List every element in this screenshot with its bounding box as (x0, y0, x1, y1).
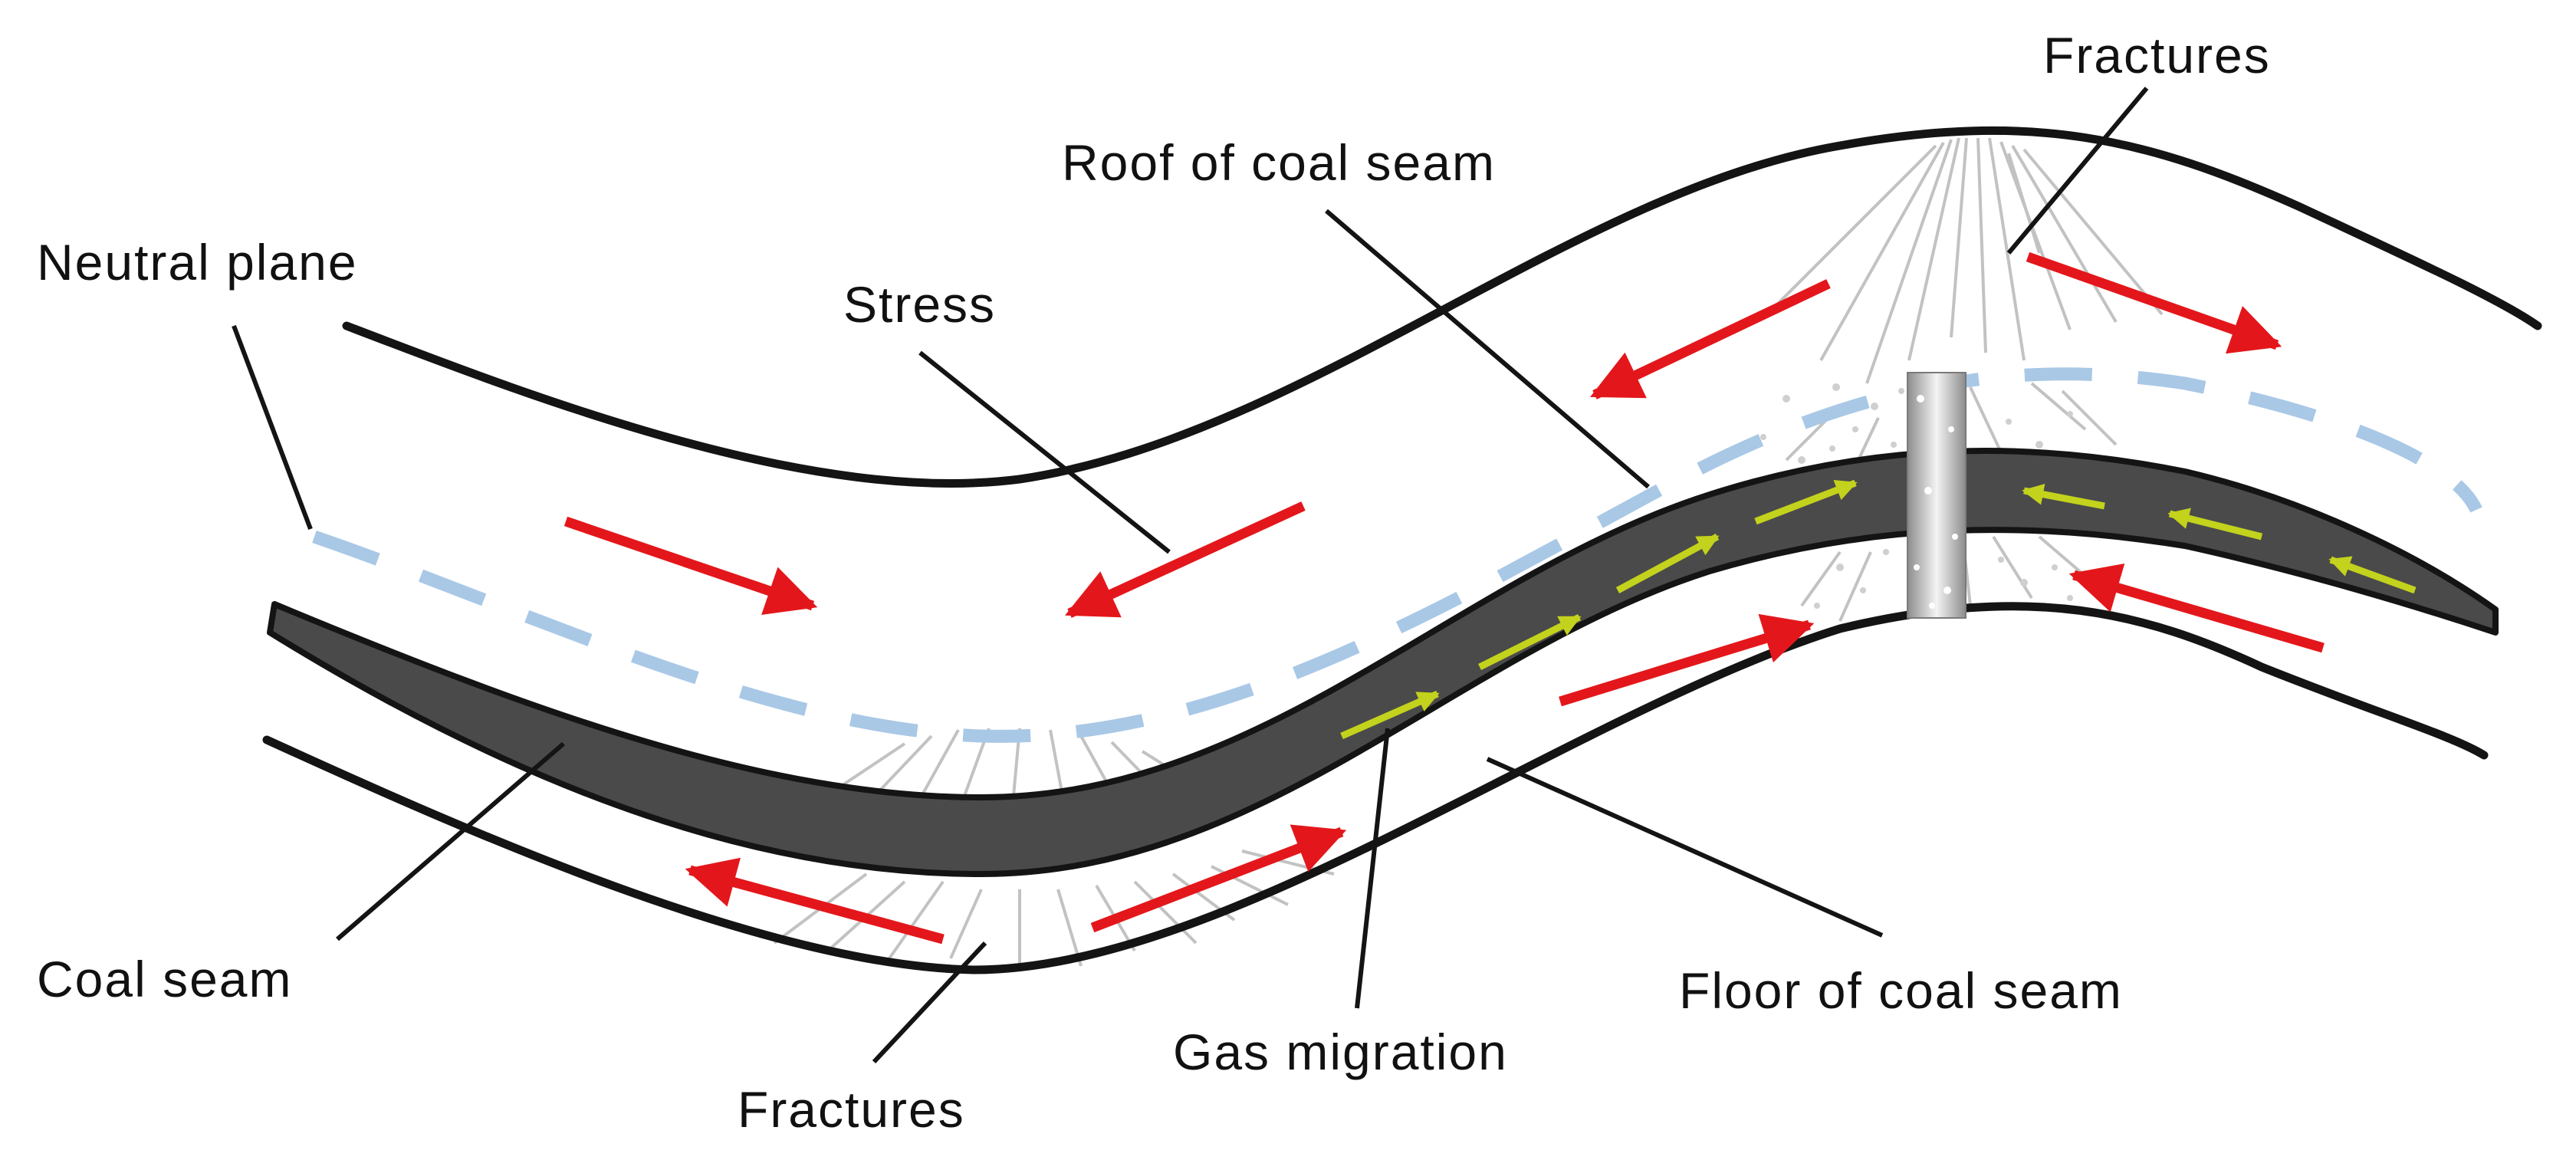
gas-arrow (1340, 690, 1440, 740)
label-roof: Roof of coal seam (1062, 134, 1496, 191)
leader-floor (1486, 757, 1884, 938)
label-neutral-plane: Neutral plane (37, 234, 358, 291)
gas-arrow (1615, 534, 1720, 593)
neutral-plane-line (312, 367, 2482, 743)
coal-seam-body (267, 447, 2499, 877)
gas-arrow (1477, 613, 1582, 671)
stress-arrow (2068, 563, 2325, 653)
stress-arrow (564, 516, 818, 616)
leader-coal-seam (336, 741, 565, 941)
gas-arrow (1754, 479, 1858, 525)
gas-migration-arrows (1340, 479, 2417, 740)
leader-fractures-top (2006, 87, 2149, 255)
stress-arrow (1559, 613, 1815, 707)
stress-arrow (685, 857, 945, 945)
borehole (1907, 372, 1967, 619)
leader-lines (232, 87, 2149, 1064)
leader-fractures-bottom (872, 941, 987, 1064)
leader-neutral-plane (232, 324, 313, 531)
label-stress: Stress (843, 276, 996, 333)
label-floor: Floor of coal seam (1679, 962, 2123, 1019)
stress-arrow (1090, 824, 1347, 933)
gas-arrow (2328, 556, 2417, 594)
gas-arrow (2022, 483, 2105, 510)
roof-boundary-line (342, 126, 2542, 488)
label-gas-migration: Gas migration (1173, 1024, 1508, 1080)
floor-boundary-line (262, 602, 2489, 974)
stress-arrow (1590, 279, 1831, 399)
leader-gas-migration (1355, 728, 1390, 1009)
label-coal-seam: Coal seam (37, 951, 292, 1007)
label-fractures-bottom: Fractures (738, 1081, 965, 1138)
stress-arrows (564, 251, 2325, 945)
label-fractures-top: Fractures (2043, 27, 2271, 84)
gas-arrow (2167, 508, 2263, 541)
stress-arrow (1065, 501, 1306, 618)
stress-arrow (2026, 251, 2282, 354)
leader-stress (918, 350, 1171, 554)
leader-roof (1325, 209, 1650, 489)
